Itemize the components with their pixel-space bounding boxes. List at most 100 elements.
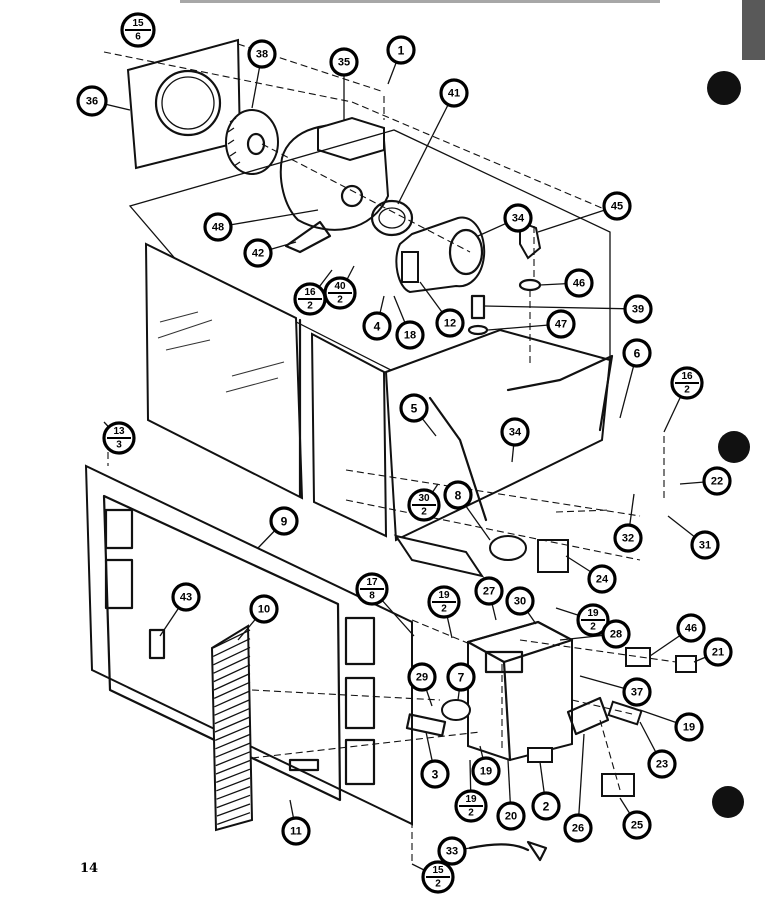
callout-ring bbox=[602, 191, 632, 221]
callout-c-4: 4 bbox=[362, 311, 392, 341]
fan-motor-end bbox=[448, 228, 484, 276]
control-strip bbox=[288, 758, 320, 772]
callout-ring bbox=[546, 309, 576, 339]
callout-c-37: 37 bbox=[622, 677, 652, 707]
scan-marks bbox=[180, 0, 765, 818]
knob-block bbox=[148, 628, 166, 660]
callout-number: 21 bbox=[712, 647, 724, 659]
assembly-lines bbox=[103, 43, 677, 862]
housing-bracket bbox=[317, 116, 385, 162]
callout-number-top: 19 bbox=[587, 608, 599, 619]
callout-ring bbox=[399, 393, 429, 423]
callout-c-24: 24 bbox=[587, 564, 617, 594]
callout-c-16-2-b: 162 bbox=[670, 366, 704, 400]
motor-mount-ring bbox=[370, 199, 414, 237]
front-panel-right bbox=[310, 332, 388, 538]
callout-ring bbox=[503, 203, 533, 233]
callout-number-bottom: 6 bbox=[135, 32, 141, 43]
callout-c-48: 48 bbox=[203, 212, 233, 242]
leader-c-41 bbox=[397, 92, 455, 205]
cord-plug bbox=[526, 840, 548, 862]
callout-number: 39 bbox=[632, 304, 644, 316]
callout-ring bbox=[690, 530, 720, 560]
blower-wheel-hub bbox=[246, 132, 266, 156]
callout-number: 28 bbox=[610, 629, 622, 641]
frame-slot-3 bbox=[344, 616, 376, 666]
callout-number: 46 bbox=[685, 623, 697, 635]
dash-16 bbox=[555, 509, 611, 513]
callout-number: 7 bbox=[458, 671, 465, 685]
scroll-plate-opening-inner bbox=[161, 76, 215, 130]
louver-slat bbox=[213, 672, 251, 691]
callout-c-34-b: 34 bbox=[500, 417, 530, 447]
louver-slat bbox=[214, 716, 251, 733]
callout-c-25: 25 bbox=[622, 810, 652, 840]
dash-10 bbox=[251, 689, 441, 701]
front-panel-left bbox=[144, 242, 304, 500]
callout-number: 19 bbox=[480, 766, 492, 778]
callout-number: 38 bbox=[256, 49, 268, 61]
callout-c-11: 11 bbox=[281, 816, 311, 846]
callout-c-1: 1 bbox=[386, 35, 416, 65]
callout-ring bbox=[203, 212, 233, 242]
blower-assembly bbox=[126, 38, 611, 397]
callout-c-38: 38 bbox=[247, 39, 277, 69]
callout-number-top: 40 bbox=[334, 281, 346, 292]
cabinet bbox=[144, 242, 614, 578]
callout-number-bottom: 2 bbox=[337, 294, 343, 305]
front-frame-inner bbox=[102, 494, 342, 802]
louver-slat bbox=[215, 759, 251, 775]
callout-number: 23 bbox=[656, 759, 668, 771]
spring-39 bbox=[470, 294, 486, 320]
callout-number-top: 13 bbox=[113, 426, 125, 437]
callout-c-27: 27 bbox=[474, 576, 504, 606]
callout-ring bbox=[613, 523, 643, 553]
callout-ring bbox=[505, 586, 535, 616]
callout-ring bbox=[269, 506, 299, 536]
callout-ring bbox=[647, 749, 677, 779]
callout-c-3: 3 bbox=[420, 759, 450, 789]
callout-c-18: 18 bbox=[395, 320, 425, 350]
dash-7 bbox=[345, 499, 641, 561]
callout-ring bbox=[622, 338, 652, 368]
callout-number: 5 bbox=[411, 402, 418, 416]
control-box-edge bbox=[502, 660, 512, 762]
callout-c-13-3: 133 bbox=[102, 421, 136, 455]
motor-bracket bbox=[284, 220, 332, 254]
callout-number-bottom: 8 bbox=[369, 590, 375, 601]
callout-ring bbox=[443, 480, 473, 510]
callout-ring bbox=[249, 594, 279, 624]
callout-number: 18 bbox=[404, 330, 416, 342]
callout-ring bbox=[564, 268, 594, 298]
registration-dot-top bbox=[707, 71, 741, 105]
louver-slat bbox=[213, 655, 251, 674]
thermostat bbox=[441, 699, 471, 721]
washer-46 bbox=[518, 278, 542, 292]
callout-ring bbox=[386, 35, 416, 65]
registration-dot-middle bbox=[718, 431, 750, 463]
control-box-body bbox=[467, 620, 573, 762]
callout-ring bbox=[496, 801, 526, 831]
callout-number: 41 bbox=[448, 88, 460, 100]
callout-number: 30 bbox=[514, 596, 526, 608]
callout-c-46-top: 46 bbox=[564, 268, 594, 298]
callout-c-40-2: 402 bbox=[323, 276, 357, 310]
callout-number: 43 bbox=[180, 592, 192, 604]
louver-slat bbox=[213, 664, 251, 683]
wire-plug bbox=[607, 700, 643, 726]
louver-slat bbox=[215, 733, 251, 750]
callout-c-41: 41 bbox=[439, 78, 469, 108]
callout-c-39: 39 bbox=[623, 294, 653, 324]
callout-c-45: 45 bbox=[602, 191, 632, 221]
callout-c-20: 20 bbox=[496, 801, 526, 831]
louver-slat bbox=[216, 812, 251, 826]
callout-c-29: 29 bbox=[407, 662, 437, 692]
callout-number: 29 bbox=[416, 672, 428, 684]
louver-slat bbox=[213, 646, 251, 666]
louver-slat bbox=[215, 768, 251, 784]
callout-c-2: 2 bbox=[531, 791, 561, 821]
callout-number-top: 17 bbox=[366, 577, 378, 588]
callout-number-bottom: 2 bbox=[468, 807, 474, 818]
base-pan bbox=[393, 534, 485, 578]
callout-number-top: 30 bbox=[418, 493, 430, 504]
